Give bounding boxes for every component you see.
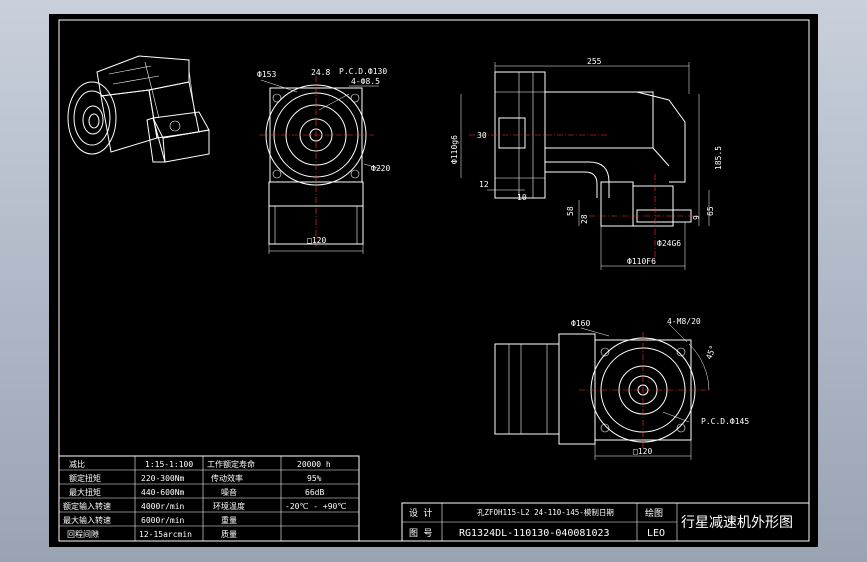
dim-d28: 28 — [580, 214, 589, 224]
cad-drawing: Ф153 24.8 P.C.D.Ф130 4-Ф8.5 Ф220 □120 25… — [58, 19, 810, 542]
spec-label: 额定扭矩 — [69, 473, 101, 483]
dim-d160: Ф160 — [571, 319, 590, 328]
spec-label: 传动效率 — [211, 473, 243, 483]
dim-d65: 65 — [706, 206, 715, 216]
dim-d12: 12 — [479, 180, 489, 189]
drawing-title: 行星减速机外形图 — [681, 515, 793, 531]
spec-label: 工作额定寿命 — [207, 459, 255, 469]
dim-d24g6: Ф24G6 — [657, 239, 681, 248]
spec-label: 额定输入转速 — [63, 501, 111, 511]
dim-d220: Ф220 — [371, 164, 390, 173]
title-part-number: RG1324DL-110130-040081023 — [459, 528, 610, 539]
dim-sq120-top: □120 — [307, 236, 326, 245]
dim-sq120-bottom: □120 — [633, 447, 652, 456]
spec-label: 回程间隙 — [67, 529, 99, 539]
spec-label: 重量 — [221, 515, 237, 525]
side-view — [460, 62, 710, 270]
dim-24-8: 24.8 — [311, 68, 330, 77]
dim-holes-4: 4-Ф8.5 — [351, 77, 380, 86]
spec-value: 220-300Nm — [141, 474, 185, 483]
spec-value: 6000r/min — [141, 516, 185, 525]
title-drawn-label: 绘图 — [645, 507, 663, 519]
spec-label: 减比 — [69, 459, 85, 469]
spec-value: 66dB — [305, 488, 324, 497]
spec-label: 质量 — [221, 529, 237, 539]
dim-d9: 9 — [692, 215, 701, 220]
spec-value: 1:15-1:100 — [145, 460, 193, 469]
title-designed-label: 设 计 — [409, 507, 432, 519]
dim-d58: 58 — [566, 206, 575, 216]
spec-label: 噪音 — [221, 487, 237, 497]
dim-45-deg: 45° — [704, 344, 717, 361]
spec-label: 最大扭矩 — [69, 487, 101, 497]
dim-pcd130: P.C.D.Ф130 — [339, 67, 387, 76]
spec-table: 减比 1:15-1:100 工作额定寿命 20000 h 额定扭矩 220-30… — [58, 455, 360, 542]
spec-label: 最大输入转速 — [63, 515, 111, 525]
spec-value: 95% — [307, 474, 322, 483]
dim-d153: Ф153 — [257, 70, 276, 79]
spec-value: 12-15arcmin — [139, 530, 192, 539]
title-order-note: 孔ZFOH115-L2 24-110-145-模制日期 — [477, 507, 614, 517]
dim-d10: 10 — [517, 193, 527, 202]
drawing-sheet: Ф153 24.8 P.C.D.Ф130 4-Ф8.5 Ф220 □120 25… — [49, 14, 818, 547]
dimension-labels: Ф153 24.8 P.C.D.Ф130 4-Ф8.5 Ф220 □120 25… — [257, 57, 749, 456]
dim-d30: 30 — [477, 131, 487, 140]
dim-d110g6: Ф110g6 — [450, 135, 459, 164]
isometric-view — [67, 55, 210, 163]
title-drawn-by: LEO — [647, 528, 665, 539]
dim-m8: 4-M8/20 — [667, 317, 701, 326]
dim-pcd145: P.C.D.Ф145 — [701, 417, 749, 426]
spec-value: -20℃ - +90℃ — [285, 502, 346, 511]
dim-d185-5: 185.5 — [714, 146, 723, 170]
flange-view — [494, 323, 710, 460]
dim-len255: 255 — [587, 57, 602, 66]
spec-value: 20000 h — [297, 460, 331, 469]
front-view — [259, 76, 382, 254]
spec-value: 440-600Nm — [141, 488, 185, 497]
title-drawing-no-label: 图 号 — [409, 528, 432, 539]
spec-label: 环境温度 — [213, 501, 245, 511]
spec-value: 4000r/min — [141, 502, 185, 511]
dim-d110f6: Ф110F6 — [627, 257, 656, 266]
title-block: 设 计 图 号 孔ZFOH115-L2 24-110-145-模制日期 RG13… — [401, 502, 810, 542]
